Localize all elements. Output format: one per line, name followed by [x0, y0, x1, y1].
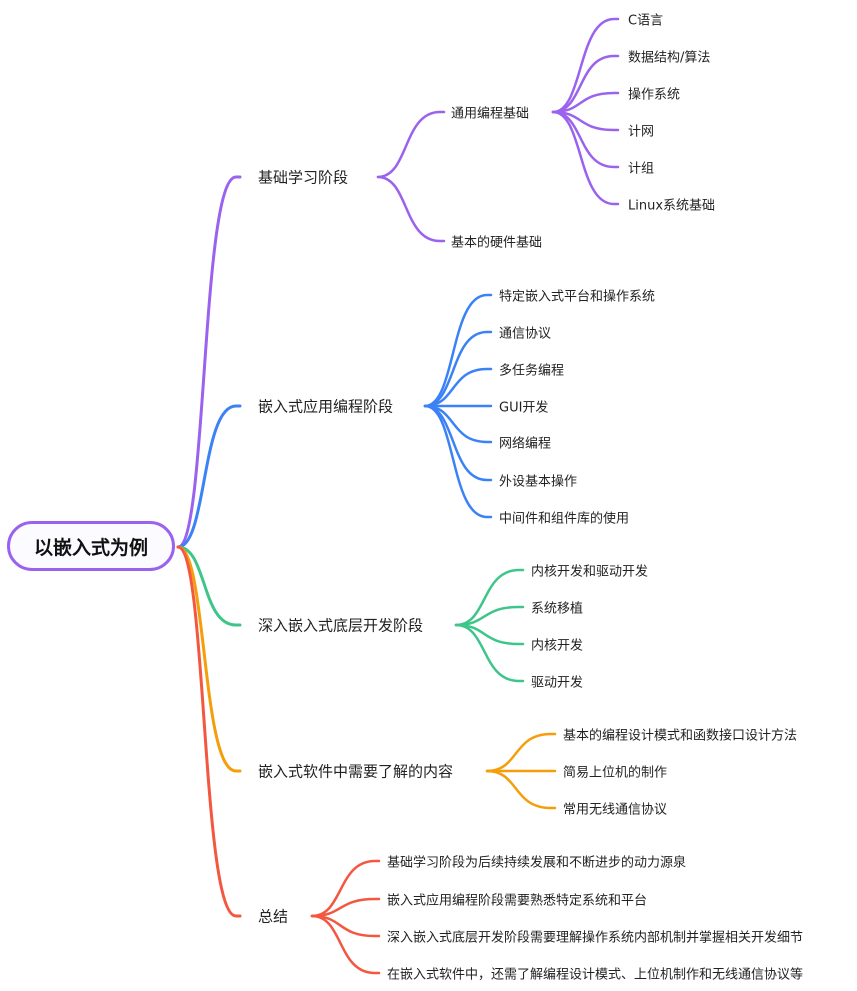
child-node[interactable]: 基本的硬件基础 [451, 235, 543, 251]
child-connector [423, 404, 493, 519]
root-node[interactable]: 以嵌入式为例 [7, 521, 175, 571]
child-node[interactable]: 通用编程基础 [451, 106, 530, 122]
branch-node[interactable]: 基础学习阶段 [258, 168, 349, 187]
child-connector [376, 110, 446, 179]
child-node[interactable]: 特定嵌入式平台和操作系统 [499, 289, 656, 305]
leaf-connector [551, 17, 620, 114]
branch-connector [176, 404, 242, 549]
leaf-node[interactable]: 计组 [628, 161, 655, 177]
child-node[interactable]: 嵌入式应用编程阶段需要熟悉特定系统和平台 [387, 893, 648, 909]
branch-connector [176, 545, 242, 627]
child-node[interactable]: 基本的编程设计模式和函数接口设计方法 [563, 728, 798, 744]
leaf-node[interactable]: C语言 [628, 13, 664, 29]
child-node[interactable]: 常用无线通信协议 [563, 802, 668, 818]
child-connector [423, 404, 493, 482]
child-connector [376, 175, 446, 243]
branch-node[interactable]: 嵌入式应用编程阶段 [258, 397, 394, 416]
child-node[interactable]: 内核开发和驱动开发 [531, 564, 649, 580]
child-node[interactable]: 网络编程 [499, 436, 552, 452]
child-node[interactable]: 内核开发 [531, 638, 584, 654]
child-node[interactable]: 多任务编程 [499, 363, 565, 379]
leaf-connector [551, 91, 620, 114]
branch-node[interactable]: 总结 [258, 907, 289, 926]
child-connector [310, 914, 381, 975]
leaf-node[interactable]: 计网 [628, 124, 655, 140]
child-connector [485, 769, 557, 810]
child-node[interactable]: 在嵌入式软件中，还需了解编程设计模式、上位机制作和无线通信协议等 [387, 967, 804, 983]
leaf-connector [551, 110, 620, 206]
child-connector [423, 367, 493, 408]
leaf-node[interactable]: 操作系统 [628, 87, 681, 103]
child-connector [310, 859, 381, 918]
child-connector [485, 732, 557, 773]
child-node[interactable]: 通信协议 [499, 326, 552, 342]
leaf-node[interactable]: 数据结构/算法 [628, 50, 711, 66]
branch-node[interactable]: 深入嵌入式底层开发阶段 [258, 616, 424, 635]
branch-connector [176, 545, 242, 918]
child-node[interactable]: 外设基本操作 [499, 474, 578, 490]
child-node[interactable]: 系统移植 [531, 601, 584, 617]
leaf-node[interactable]: Linux系统基础 [628, 198, 716, 214]
child-connector [454, 605, 525, 627]
child-connector [454, 568, 525, 627]
branch-connector [176, 175, 242, 549]
branch-connector [176, 545, 242, 773]
child-node[interactable]: 驱动开发 [531, 675, 584, 691]
leaf-connector [551, 110, 620, 169]
child-connector [423, 330, 493, 408]
child-connector [454, 623, 525, 683]
child-node[interactable]: 深入嵌入式底层开发阶段需要理解操作系统内部机制并掌握相关开发细节 [387, 930, 804, 946]
leaf-connector [551, 54, 620, 114]
branch-node[interactable]: 嵌入式软件中需要了解的内容 [258, 762, 454, 781]
child-connector [423, 293, 493, 408]
child-node[interactable]: 中间件和组件库的使用 [499, 511, 630, 527]
child-node[interactable]: 基础学习阶段为后续持续发展和不断进步的动力源泉 [387, 855, 687, 871]
child-node[interactable]: 简易上位机的制作 [563, 765, 668, 781]
child-node[interactable]: GUI开发 [499, 400, 549, 416]
child-connector [310, 897, 381, 918]
